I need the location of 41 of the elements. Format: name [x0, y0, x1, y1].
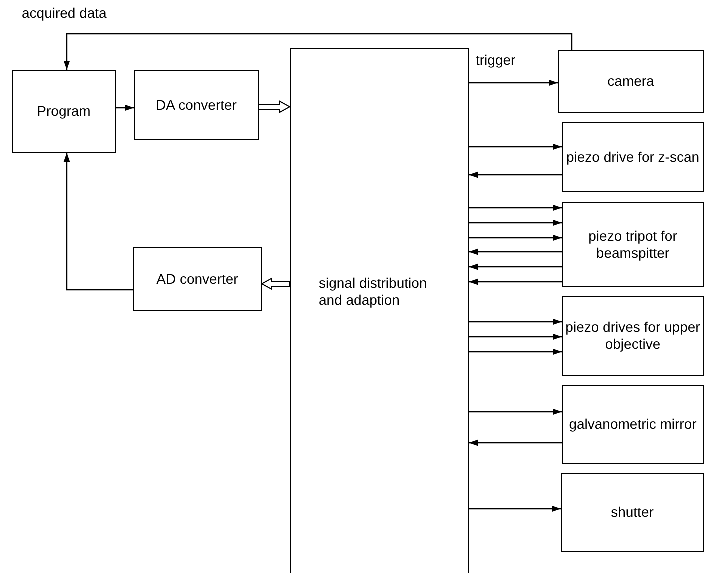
- block-label: camera: [608, 73, 654, 90]
- arrow: [469, 506, 561, 512]
- arrow: [258, 100, 292, 114]
- block-label: Program: [37, 103, 91, 120]
- arrow: [469, 278, 562, 286]
- block-label: piezo tripot for beamspitter: [588, 228, 678, 262]
- block-box: [558, 50, 704, 113]
- arrow: [469, 172, 562, 178]
- arrow: [469, 144, 562, 150]
- arrow: [116, 104, 134, 112]
- arrow: [469, 248, 562, 256]
- arrow: [260, 278, 290, 290]
- arrow: [469, 264, 562, 270]
- block-box: [562, 296, 704, 376]
- block-box: [134, 70, 259, 140]
- block-box: [12, 70, 116, 153]
- block-box: [290, 48, 469, 573]
- arrow: [469, 220, 562, 226]
- edge-label: trigger: [474, 52, 518, 68]
- block-box: [562, 122, 704, 192]
- arrow: [469, 440, 562, 446]
- block-box: [562, 385, 704, 464]
- arrow: [469, 408, 562, 416]
- block-label: AD converter: [156, 270, 238, 288]
- block-label: galvanometric mirror: [569, 416, 697, 433]
- edge-label: acquired data: [20, 5, 109, 21]
- arrow: [469, 80, 558, 86]
- block-label: piezo drive for z-scan: [566, 148, 700, 166]
- block-label: signal distribution and adaption: [319, 274, 428, 308]
- block-box: [133, 247, 262, 311]
- arrow: [469, 204, 562, 212]
- block-box: [562, 202, 704, 287]
- arrow: [469, 348, 562, 356]
- block-label: shutter: [611, 504, 654, 521]
- arrow: [64, 33, 573, 70]
- arrow: [64, 153, 133, 291]
- block-label: piezo drives for upper objective: [564, 319, 702, 353]
- arrow: [469, 334, 562, 340]
- block-box: [561, 473, 704, 552]
- block-label: DA converter: [156, 96, 237, 114]
- arrow: [469, 234, 562, 242]
